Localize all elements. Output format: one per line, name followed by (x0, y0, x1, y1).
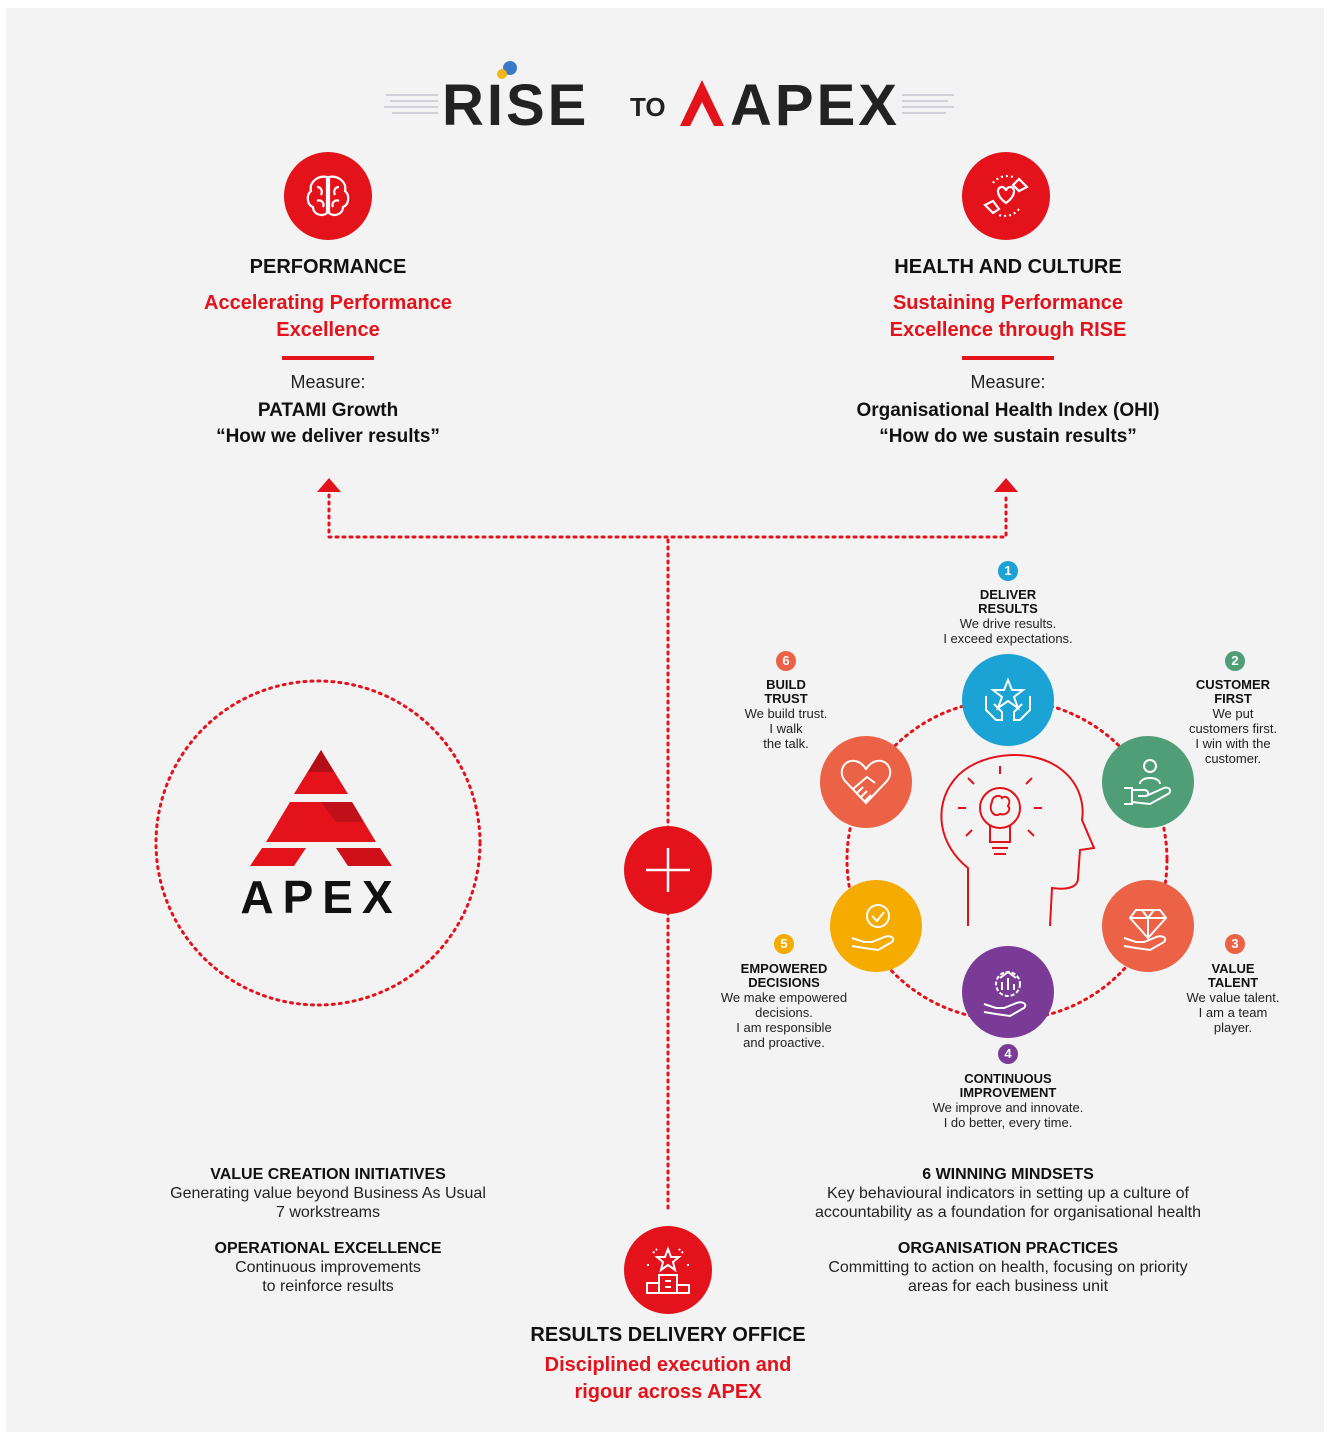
mindset-1-text-2: I exceed expectations. (943, 631, 1073, 646)
mindset-3-title-1: VALUE (1211, 961, 1255, 976)
health-measure-quote: “How do we sustain results” (879, 426, 1137, 447)
mindset-3-text-3: player. (1213, 1020, 1253, 1035)
mindset-value-talent-icon (1102, 880, 1194, 972)
mindset-2-text-3: I win with the (1195, 736, 1271, 751)
operational-excellence-text-1: Continuous improvements (235, 1259, 421, 1276)
mindset-4-label: CONTINUOUS IMPROVEMENT We improve and in… (898, 1071, 1118, 1131)
mindset-customer-first-icon (1102, 736, 1194, 828)
mindset-2-text-4: customer. (1204, 751, 1262, 766)
logo-rise-text: RISE (442, 73, 590, 138)
operational-excellence-title: OPERATIONAL EXCELLENCE (214, 1240, 442, 1257)
health-subtitle-2: Excellence through RISE (889, 319, 1127, 341)
mindset-3-title-2: TALENT (1207, 975, 1259, 990)
winning-mindsets-block: 6 WINNING MINDSETS Key behavioural indic… (738, 1166, 1278, 1222)
mindset-number-4: 4 (998, 1044, 1018, 1064)
mindset-number-5: 5 (774, 934, 794, 954)
mindset-empowered-decisions-icon (830, 880, 922, 972)
mindset-2-label: CUSTOMER FIRST We put customers first. I… (1175, 677, 1291, 767)
mindset-number-2: 2 (1225, 651, 1245, 671)
organisation-practices-text-1: Committing to action on health, focusing… (828, 1259, 1188, 1276)
organisation-practices-block: ORGANISATION PRACTICES Committing to act… (738, 1240, 1278, 1296)
value-creation-text-2: 7 workstreams (275, 1204, 381, 1221)
mindset-1-title-1: DELIVER (979, 587, 1037, 602)
mindset-6-label: BUILD TRUST We build trust. I walk the t… (724, 677, 848, 752)
mindset-3-text-2: I am a team (1198, 1005, 1268, 1020)
mindset-1-label: DELIVER RESULTS We drive results. I exce… (908, 587, 1108, 647)
performance-measure-quote: “How we deliver results” (216, 426, 440, 447)
mindset-4-text-2: I do better, every time. (943, 1115, 1073, 1130)
health-measure-name: Organisational Health Index (OHI) (856, 400, 1160, 421)
mindset-number-3: 3 (1225, 934, 1245, 954)
performance-title: PERFORMANCE (249, 256, 407, 278)
value-creation-title: VALUE CREATION INITIATIVES (210, 1166, 446, 1183)
health-subtitle-1: Sustaining Performance (892, 292, 1124, 314)
arrow-up-right (994, 478, 1018, 492)
mindset-5-text-2: decisions. (755, 1005, 813, 1020)
value-creation-text-1: Generating value beyond Business As Usua… (170, 1185, 486, 1202)
mindset-5-text-1: We make empowered (720, 990, 848, 1005)
rise-to-apex-logo: RISE TO APEX (380, 58, 960, 148)
mindset-4-title-1: CONTINUOUS (964, 1071, 1052, 1086)
apex-wordmark: APEX (240, 871, 402, 923)
rdo-subtitle-1: Disciplined execution and (544, 1354, 792, 1376)
rdo-subtitle-2: rigour across APEX (574, 1381, 762, 1403)
winning-mindsets-text-2: accountability as a foundation for organ… (814, 1204, 1202, 1221)
apex-logo: APEX (226, 742, 416, 923)
mindset-5-text-3: I am responsible (736, 1020, 832, 1035)
organisation-practices-title: ORGANISATION PRACTICES (897, 1240, 1119, 1257)
mindset-2-title-1: CUSTOMER (1195, 677, 1271, 692)
mindset-continuous-improvement-icon (962, 946, 1054, 1038)
mindset-3-text-1: We value talent. (1186, 990, 1280, 1005)
mindset-5-title-2: DECISIONS (748, 975, 820, 990)
mindset-1-text-1: We drive results. (959, 616, 1057, 631)
operational-excellence-block: OPERATIONAL EXCELLENCE Continuous improv… (108, 1240, 548, 1296)
podium-star-icon (624, 1226, 712, 1314)
mindset-3-label: VALUE TALENT We value talent. I am a tea… (1170, 961, 1296, 1036)
mindset-5-title-1: EMPOWERED (740, 961, 828, 976)
mindset-number-6: 6 (776, 651, 796, 671)
rdo-title: RESULTS DELIVERY OFFICE (530, 1324, 806, 1346)
arrow-up-left (317, 478, 341, 492)
mindset-2-text-1: We put (1212, 706, 1254, 721)
performance-measure-label: Measure: (290, 372, 366, 392)
mindset-6-text-2: I walk (769, 721, 803, 736)
operational-excellence-text-2: to reinforce results (262, 1278, 394, 1295)
health-measure-label: Measure: (970, 372, 1046, 392)
plus-icon (624, 826, 712, 914)
mindset-build-trust-icon (820, 736, 912, 828)
health-rule (962, 356, 1054, 360)
mindset-4-text-1: We improve and innovate. (932, 1100, 1084, 1115)
mindset-6-text-3: the talk. (763, 736, 809, 751)
performance-measure-name: PATAMI Growth (257, 400, 399, 421)
performance-subtitle-1: Accelerating Performance (204, 292, 452, 314)
mindset-4-title-2: IMPROVEMENT (959, 1085, 1057, 1100)
performance-subtitle-2: Excellence (276, 319, 380, 341)
performance-rule (282, 356, 374, 360)
mindset-deliver-results-icon (962, 654, 1054, 746)
caring-heart-hands-icon (962, 152, 1050, 240)
head-lightbulb-icon (932, 748, 1102, 928)
mindset-6-text-1: We build trust. (744, 706, 828, 721)
value-creation-block: VALUE CREATION INITIATIVES Generating va… (108, 1166, 548, 1222)
winning-mindsets-title: 6 WINNING MINDSETS (922, 1166, 1094, 1183)
panel-background (6, 8, 1324, 1432)
mindset-2-text-2: customers first. (1188, 721, 1278, 736)
mindset-2-title-2: FIRST (1214, 691, 1252, 706)
mindset-6-title-2: TRUST (764, 691, 808, 706)
health-title: HEALTH AND CULTURE (894, 256, 1122, 278)
logo-to-text: TO (630, 92, 666, 122)
mindset-5-text-4: and proactive. (743, 1035, 825, 1050)
winning-mindsets-text-1: Key behavioural indicators in setting up… (827, 1185, 1189, 1202)
mindset-number-1: 1 (998, 561, 1018, 581)
logo-apex-text: APEX (730, 73, 900, 138)
mindset-5-label: EMPOWERED DECISIONS We make empowered de… (704, 961, 864, 1051)
brain-icon (284, 152, 372, 240)
mindset-1-title-2: RESULTS (978, 601, 1038, 616)
mindset-6-title-1: BUILD (766, 677, 806, 692)
organisation-practices-text-2: areas for each business unit (907, 1278, 1109, 1295)
